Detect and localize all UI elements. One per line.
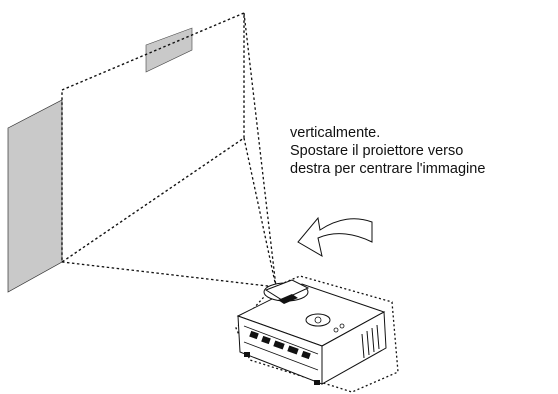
caption-line-2: Spostare il proiettore verso — [290, 143, 464, 159]
back-screen-panel — [145, 27, 193, 73]
projection-beam-bottom — [61, 261, 277, 288]
projection-beam-middle — [243, 137, 277, 288]
instruction-caption: verticalmente. Spostare il proiettore ve… — [290, 124, 485, 178]
wall-screen-panel — [7, 99, 63, 293]
projector-ghost-outline — [235, 275, 399, 393]
move-arrow-icon — [297, 216, 373, 258]
caption-line-3: destra per centrare l'immagine — [290, 161, 486, 177]
projection-beam-top — [243, 12, 277, 288]
projector-icon — [236, 279, 387, 385]
caption-line-1: verticalmente. — [290, 125, 381, 141]
projected-image-outline — [61, 11, 245, 264]
